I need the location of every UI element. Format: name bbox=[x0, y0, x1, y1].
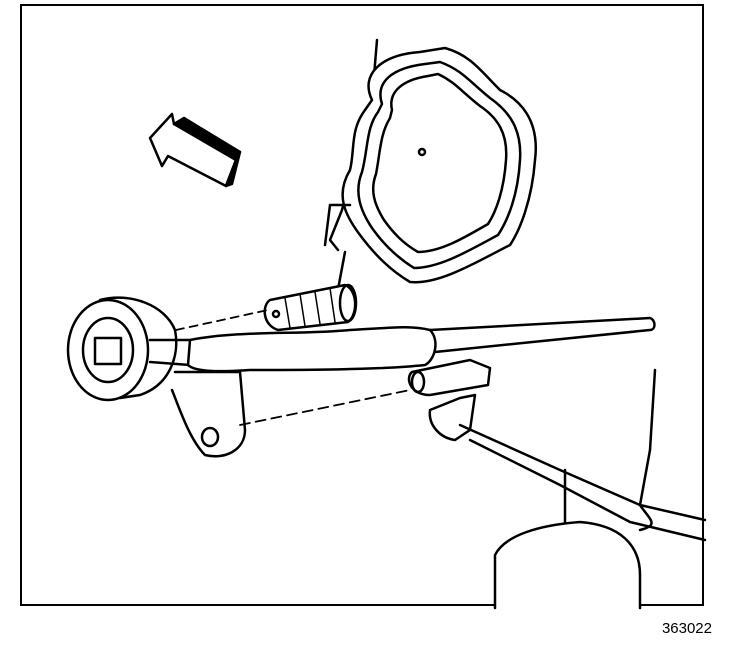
pulley bbox=[66, 296, 192, 402]
arm-link bbox=[170, 370, 247, 458]
support-bar bbox=[428, 368, 707, 542]
clip-bracket bbox=[239, 358, 492, 426]
housing-lower bbox=[493, 520, 642, 610]
splined-sleeve bbox=[175, 283, 358, 332]
figure-id-label: 363022 bbox=[661, 620, 712, 637]
hose bbox=[186, 316, 656, 373]
illustration-frame bbox=[20, 4, 704, 606]
direction-arrow-icon bbox=[148, 112, 242, 188]
gasket-plate bbox=[323, 46, 538, 284]
